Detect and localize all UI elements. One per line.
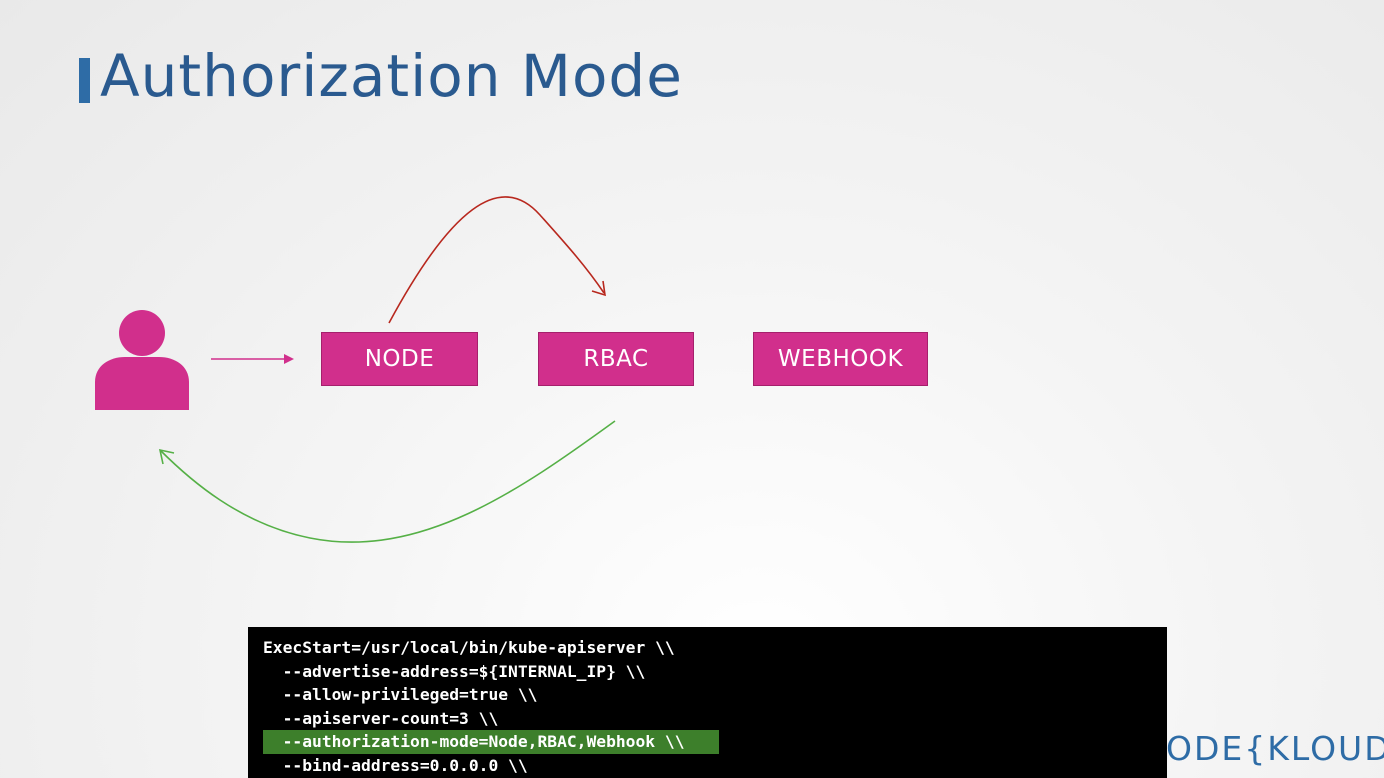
webhook-box: WEBHOOK xyxy=(753,332,928,386)
code-line: --bind-address=0.0.0.0 \\ xyxy=(263,755,528,775)
code-line: ExecStart=/usr/local/bin/kube-apiserver … xyxy=(263,638,675,657)
code-line: --advertise-address=${INTERNAL_IP} \\ xyxy=(263,661,646,681)
curved-arrow-back-icon xyxy=(158,420,616,543)
rbac-box: RBAC xyxy=(538,332,694,386)
curved-arrow-icon xyxy=(388,196,606,324)
webhook-label: WEBHOOK xyxy=(777,346,904,372)
code-line: --allow-privileged=true \\ xyxy=(263,685,538,704)
kodekloud-logo: ODE{KLOUD xyxy=(1166,726,1384,772)
code-line-highlighted: --authorization-mode=Node,RBAC,Webhook \… xyxy=(263,730,719,754)
node-label: NODE xyxy=(364,346,435,372)
user-icon xyxy=(95,310,189,410)
code-block: ExecStart=/usr/local/bin/kube-apiserver … xyxy=(248,627,1167,778)
title-accent-bar xyxy=(79,58,90,103)
node-box: NODE xyxy=(321,332,478,386)
slide-title: Authorization Mode xyxy=(100,42,683,110)
code-line: --apiserver-count=3 \\ xyxy=(263,708,499,728)
logo-text: ODE{KLOUD xyxy=(1166,729,1384,768)
rbac-label: RBAC xyxy=(583,346,649,372)
